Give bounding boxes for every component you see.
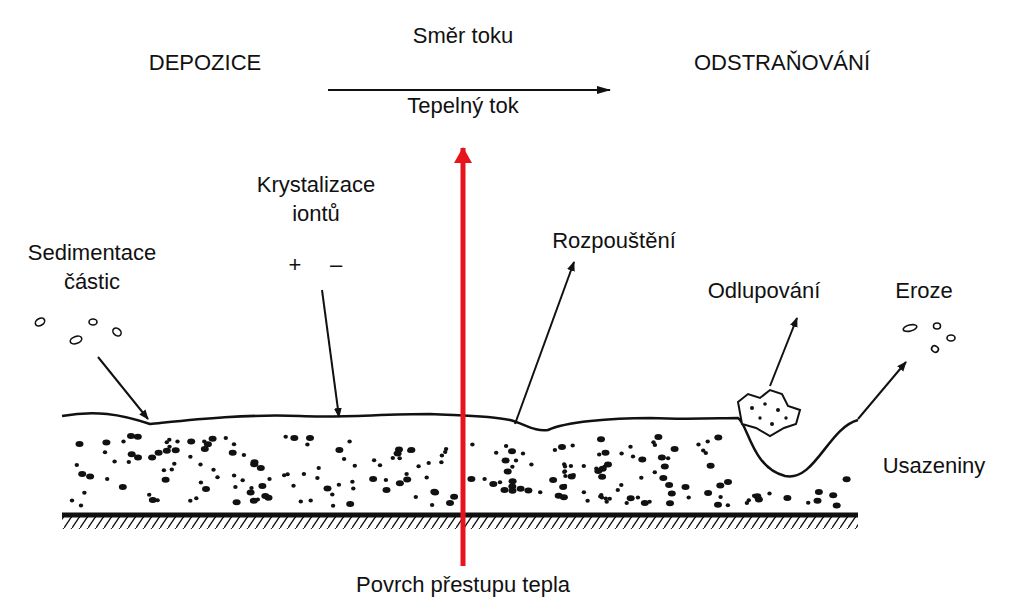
sedimentation-label: Sedimentace částic [7,239,177,296]
process-arrows [98,262,906,424]
spalling-label: Odlupování [708,277,821,306]
heat-flux-arrow [461,148,466,566]
deposition-heading: DEPOZICE [149,49,261,78]
flake [738,390,800,436]
deposit-surface [62,413,858,476]
removal-heading: ODSTRAŇOVÁNÍ [694,49,870,78]
crystallization-label: Krystalizace iontů [241,171,391,228]
erosion-label: Eroze [895,277,952,306]
minus-sign: – [330,251,342,280]
loose-particles [34,316,955,353]
surface-hatching [62,516,858,529]
surface-label: Povrch přestupu tepla [356,571,570,600]
deposits-label: Usazeniny [883,452,986,481]
dissolution-label: Rozpouštění [552,227,676,256]
heat-transfer-surface [62,513,858,518]
flake-particles [750,402,788,426]
plus-sign: + [289,251,302,280]
deposit-particles [70,433,851,509]
flow-arrow [328,89,610,91]
heat-flux-label: Tepelný tok [407,92,518,121]
flow-label: Směr toku [413,22,513,51]
